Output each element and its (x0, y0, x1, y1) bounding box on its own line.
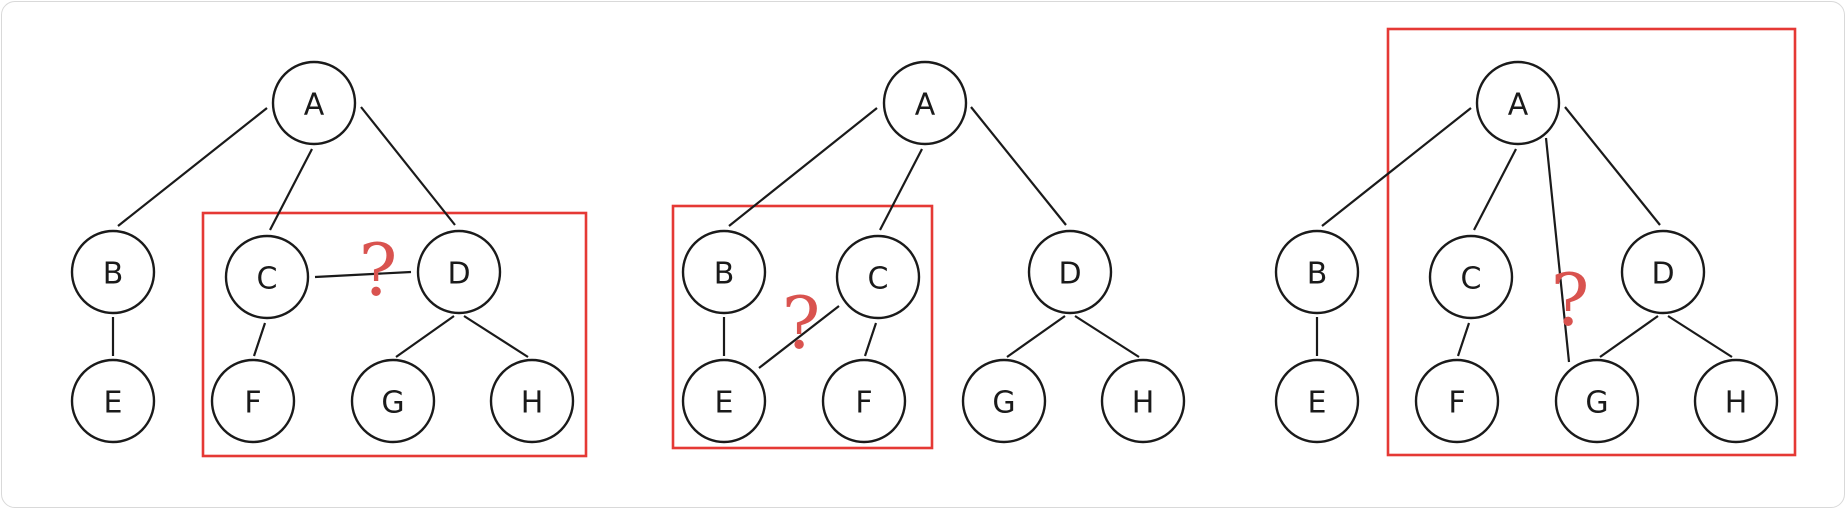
node-G: G (961, 358, 1047, 444)
node-label: A (915, 88, 936, 123)
question-mark: ? (359, 228, 398, 312)
node-G: G (350, 358, 436, 444)
node-label: G (1585, 386, 1608, 421)
edge-C-E (758, 305, 840, 369)
node-label: G (381, 386, 404, 421)
node-C: C (224, 234, 310, 320)
edge-D-G (395, 315, 455, 358)
edge-A-C (1473, 148, 1517, 231)
node-E: E (70, 358, 156, 444)
panel-1: A B C D E F G H ? (70, 60, 588, 458)
node-H: H (489, 358, 575, 444)
node-label: C (868, 262, 889, 297)
node-label: B (714, 257, 735, 292)
node-A: A (882, 60, 968, 146)
edge-C-D (314, 270, 412, 279)
panel-1-highlight-box (201, 211, 588, 458)
edge-D-H (463, 315, 529, 358)
node-label: B (1307, 257, 1328, 292)
edge-D-G (1599, 315, 1659, 358)
node-D: D (416, 229, 502, 315)
edge-A-C (269, 148, 313, 231)
edge-A-B (1321, 107, 1472, 227)
question-mark: ? (1551, 258, 1590, 342)
edge-A-D (360, 106, 456, 226)
panel-2: A B C D E F G H ? (671, 60, 1186, 450)
node-G: G (1554, 358, 1640, 444)
node-label: B (103, 257, 124, 292)
edge-C-F (863, 322, 878, 357)
edge-A-D (970, 106, 1067, 226)
panel-2-highlight-box (671, 204, 934, 450)
node-F: F (210, 358, 296, 444)
node-H: H (1100, 358, 1186, 444)
node-label: D (1651, 257, 1674, 292)
node-label: D (1058, 257, 1081, 292)
node-label: F (855, 386, 872, 421)
node-C: C (1428, 234, 1514, 320)
node-H: H (1693, 358, 1779, 444)
node-label: H (1132, 386, 1155, 421)
panel-3-highlight-box (1386, 27, 1797, 457)
node-C: C (835, 234, 921, 320)
node-F: F (821, 358, 907, 444)
edge-A-D (1564, 106, 1661, 226)
node-B: B (681, 229, 767, 315)
edge-C-F (1456, 322, 1471, 357)
edge-A-B (728, 107, 878, 227)
edge-D-H (1074, 315, 1140, 358)
node-D: D (1620, 229, 1706, 315)
question-mark: ? (782, 281, 821, 365)
node-F: F (1414, 358, 1500, 444)
node-label: E (715, 386, 734, 421)
node-B: B (70, 229, 156, 315)
node-label: E (1308, 386, 1327, 421)
node-label: H (1725, 386, 1748, 421)
node-label: D (447, 257, 470, 292)
node-E: E (681, 358, 767, 444)
node-B: B (1274, 229, 1360, 315)
node-label: E (104, 386, 123, 421)
edge-A-G (1544, 137, 1571, 363)
edge-D-H (1667, 315, 1733, 358)
node-A: A (1475, 60, 1561, 146)
edge-D-G (1006, 315, 1066, 358)
panel-3: A B C D E F G H ? (1274, 27, 1797, 457)
node-label: F (244, 386, 261, 421)
edge-A-B (117, 107, 268, 227)
edge-C-F (252, 322, 267, 357)
node-label: G (992, 386, 1015, 421)
node-label: A (304, 88, 325, 123)
node-label: H (521, 386, 544, 421)
edge-A-C (879, 148, 923, 231)
node-A: A (271, 60, 357, 146)
node-label: C (257, 262, 278, 297)
node-D: D (1027, 229, 1113, 315)
node-label: F (1448, 386, 1465, 421)
node-label: A (1508, 88, 1529, 123)
node-E: E (1274, 358, 1360, 444)
node-label: C (1461, 262, 1482, 297)
